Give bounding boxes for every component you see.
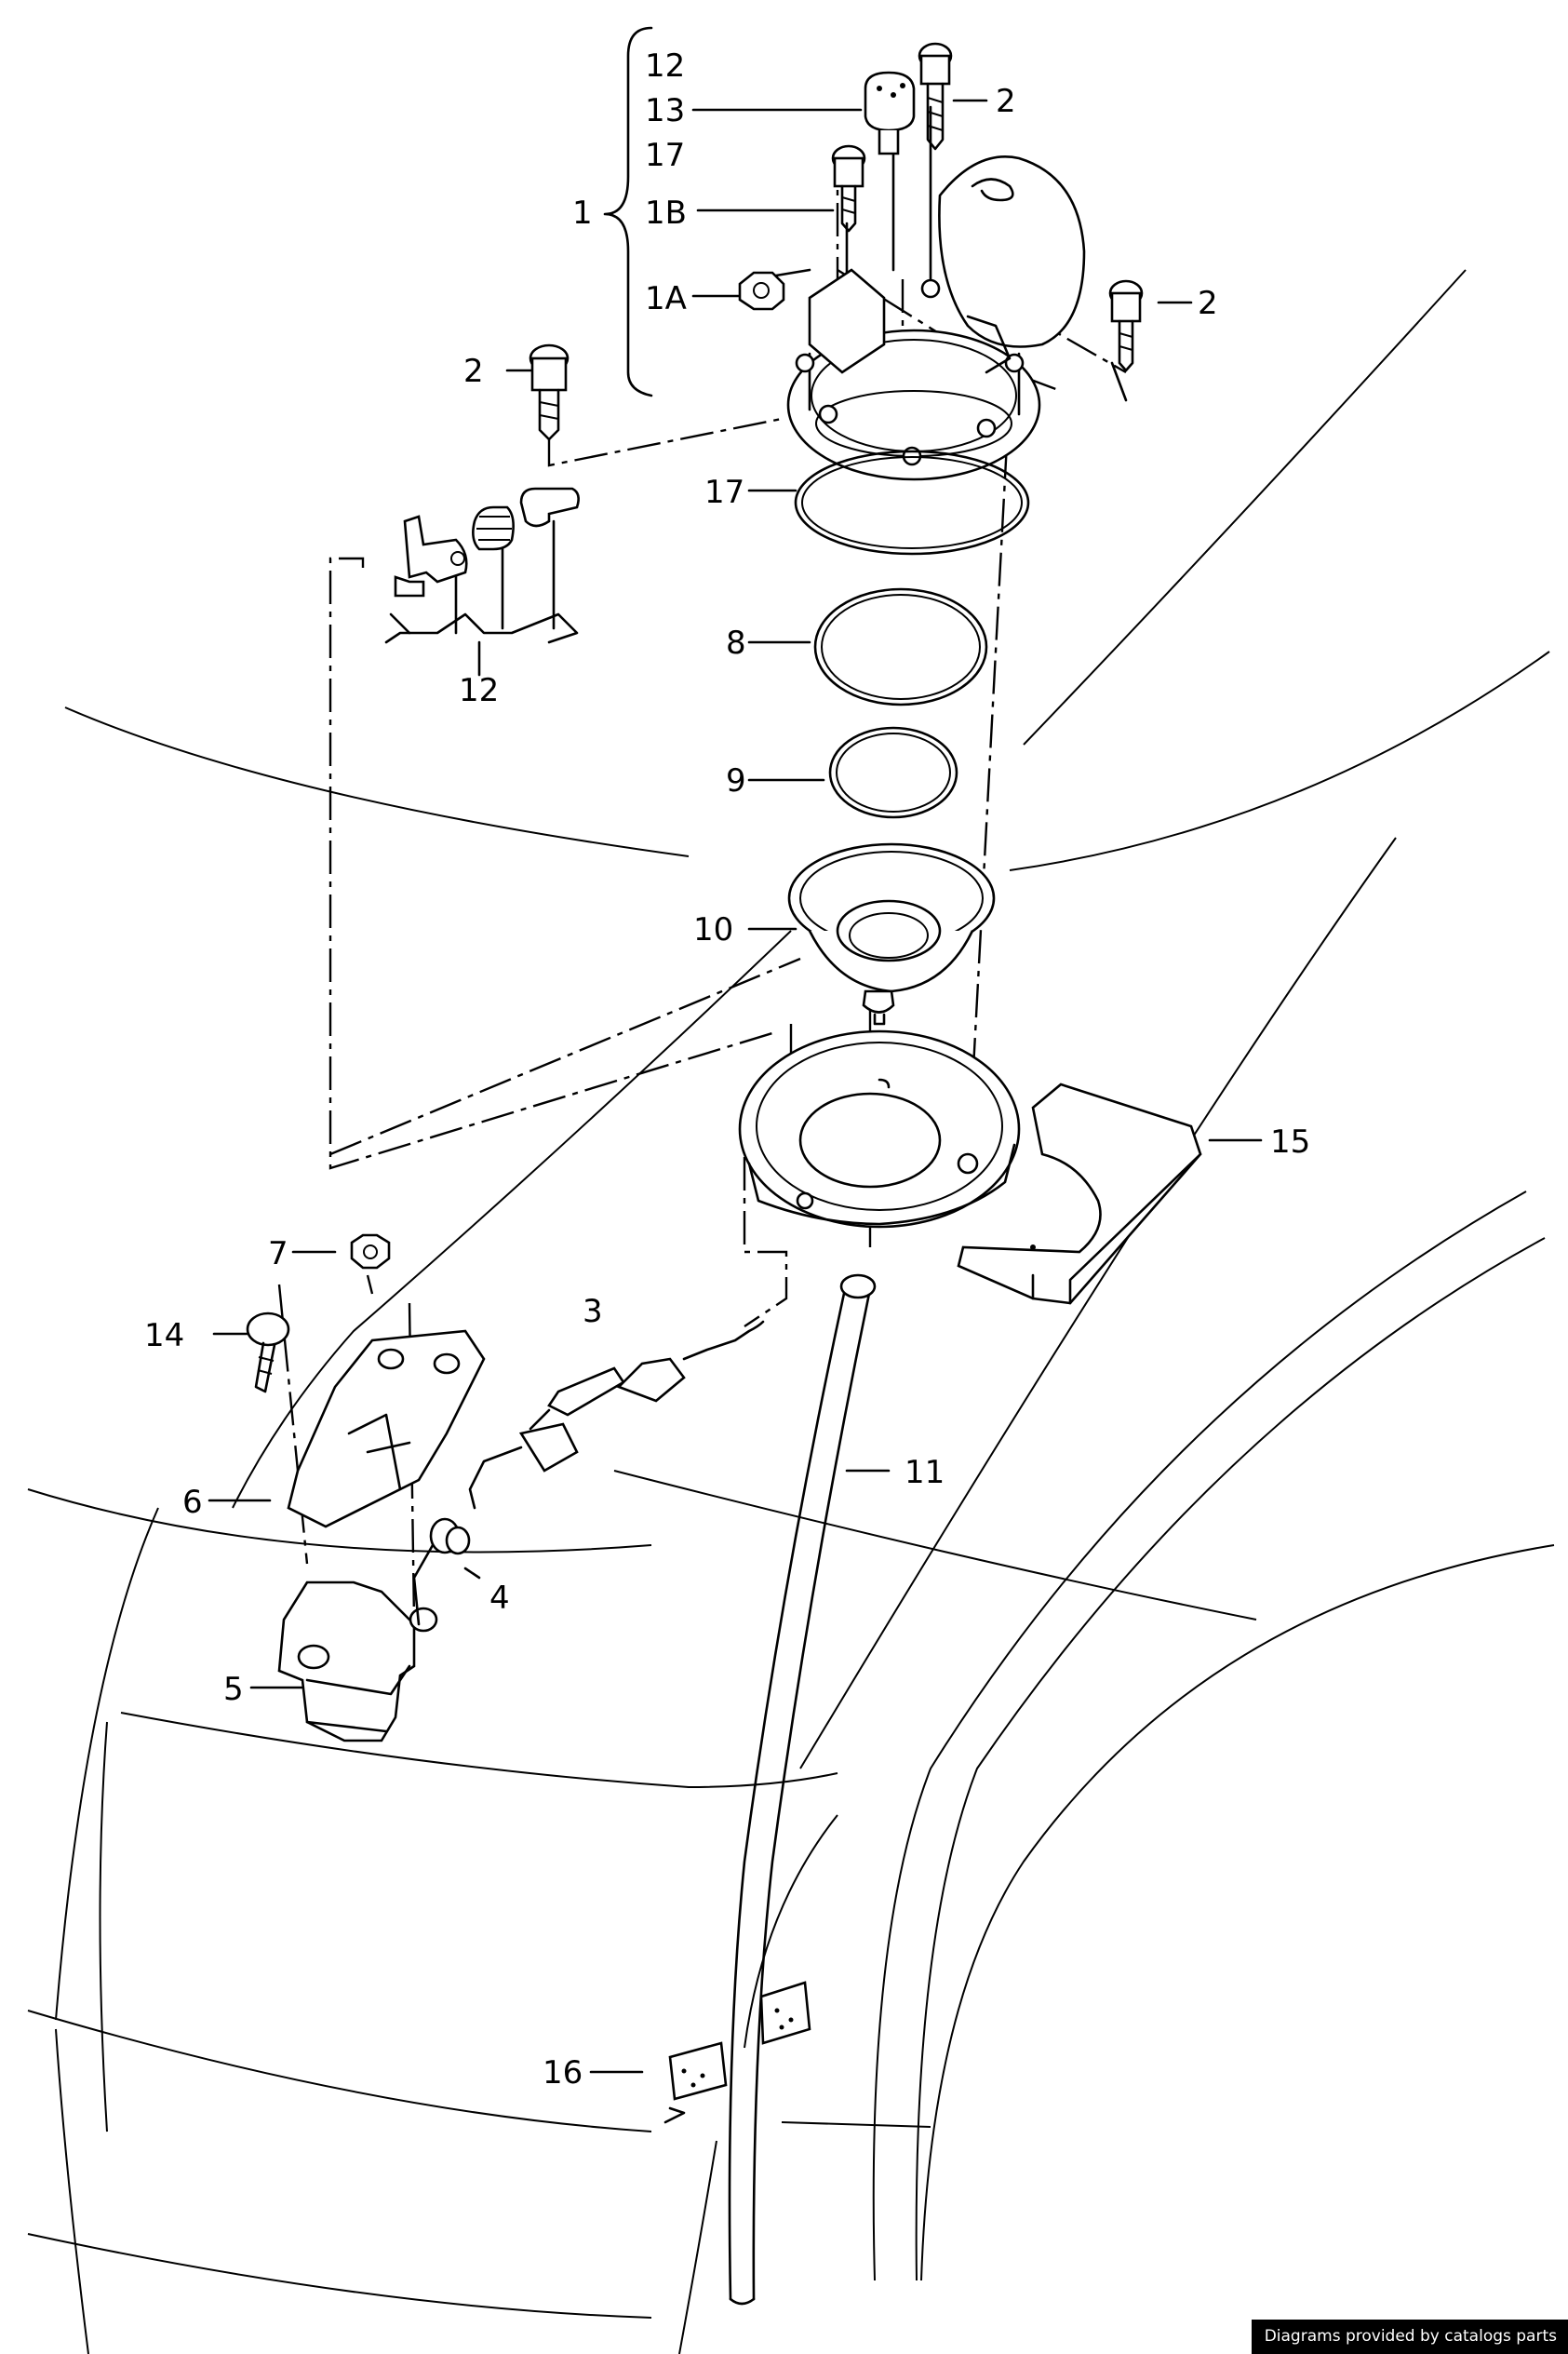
screw-14 bbox=[246, 1312, 290, 1393]
callout-17: 17 bbox=[704, 474, 744, 511]
seal-ring-17 bbox=[794, 450, 1030, 556]
screw-2-left bbox=[529, 343, 570, 441]
filler-neck-housing bbox=[738, 1029, 1021, 1229]
fuel-flap-lid bbox=[938, 155, 1086, 374]
callout-9: 9 bbox=[726, 762, 746, 800]
grommet-4 bbox=[412, 1517, 471, 1626]
callout-2-top: 2 bbox=[996, 83, 1016, 120]
callout-13: 13 bbox=[645, 92, 685, 129]
bracket-6 bbox=[287, 1329, 486, 1528]
screw-2-right bbox=[1108, 279, 1144, 372]
leader-lines bbox=[208, 26, 1263, 2074]
credit-footer: Diagrams provided by catalogs parts bbox=[1251, 2320, 1568, 2354]
drain-hose-11 bbox=[728, 1273, 877, 2306]
pin-bush-clip-12 bbox=[394, 487, 580, 598]
callout-16: 16 bbox=[543, 2054, 583, 2092]
callout-14: 14 bbox=[144, 1317, 184, 1354]
callout-4: 4 bbox=[489, 1580, 510, 1617]
callout-8: 8 bbox=[726, 625, 746, 662]
screw-2-top bbox=[918, 42, 953, 151]
callout-1B: 1B bbox=[645, 195, 687, 232]
callout-labels: 12 13 17 1 1B 1A 2 2 2 17 12 8 9 10 15 7… bbox=[144, 47, 1310, 2092]
seal-ring-8 bbox=[813, 587, 988, 706]
damper-13 bbox=[864, 71, 916, 155]
adhesive-tape-16 bbox=[668, 1981, 811, 2101]
callout-6: 6 bbox=[182, 1484, 203, 1521]
callout-10: 10 bbox=[693, 911, 733, 948]
bracket-15 bbox=[957, 1083, 1202, 1305]
actuator-5 bbox=[277, 1581, 438, 1742]
callout-11: 11 bbox=[905, 1454, 945, 1491]
cable-3 bbox=[468, 1320, 765, 1510]
callout-15: 15 bbox=[1270, 1123, 1310, 1161]
callout-3: 3 bbox=[583, 1293, 603, 1330]
nut-1A bbox=[738, 271, 785, 311]
callout-12-top: 12 bbox=[645, 47, 685, 85]
callout-1A: 1A bbox=[645, 280, 687, 317]
callout-1: 1 bbox=[572, 195, 593, 232]
callout-12-bottom: 12 bbox=[459, 672, 499, 709]
callout-5: 5 bbox=[223, 1671, 244, 1708]
callout-7: 7 bbox=[268, 1235, 288, 1272]
seal-ring-9 bbox=[828, 726, 958, 819]
callout-2-right: 2 bbox=[1198, 285, 1218, 322]
arrow-mark bbox=[663, 2106, 686, 2124]
filler-housing bbox=[786, 268, 1041, 481]
body-panel-contours bbox=[27, 269, 1555, 2354]
insert-10 bbox=[787, 842, 996, 1026]
nut-7 bbox=[350, 1233, 391, 1270]
screw-1B bbox=[831, 144, 866, 233]
callout-2-left: 2 bbox=[463, 353, 484, 390]
callout-17-top: 17 bbox=[645, 137, 685, 174]
